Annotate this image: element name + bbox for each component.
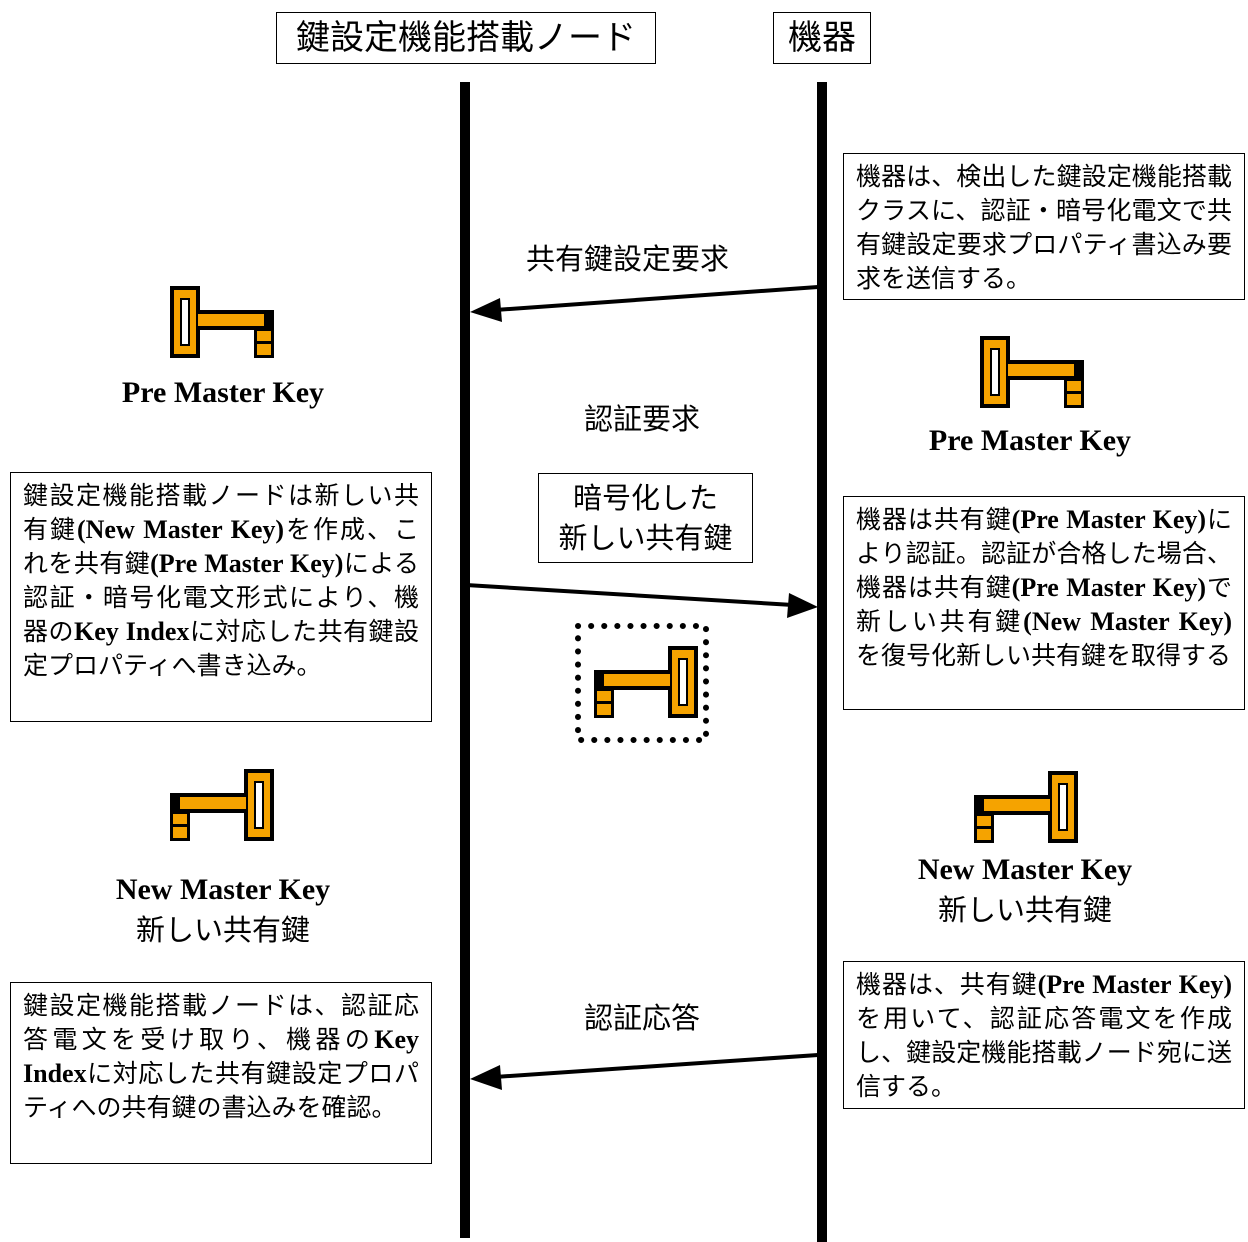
note-text: で新しい共有鍵 — [856, 573, 1232, 636]
key-caption-new-master-left: New Master Key 新しい共有鍵 — [73, 873, 373, 949]
note-text: を用いて、認証応答電文を作成し、鍵設定機能搭載ノード宛に送信する。 — [856, 1004, 1232, 1101]
lifeline-device — [817, 82, 827, 1242]
encrypted-key-label-box: 暗号化した 新しい共有鍵 — [538, 473, 753, 563]
key-caption-pre-master-left: Pre Master Key — [73, 376, 373, 410]
note-text: に対応した共有鍵設定プロパティへ書き込み。 — [23, 617, 419, 680]
lifeline-key-node — [460, 82, 470, 1238]
note-node-creates-key: 鍵設定機能搭載ノードは新しい共有鍵(New Master Key)を作成、これを… — [10, 472, 432, 722]
note-device-decrypts: 機器は共有鍵(Pre Master Key)により認証。認証が合格した場合、機器… — [843, 496, 1245, 710]
note-text-latin: (Pre Master Key) — [1011, 573, 1207, 602]
key-icon — [594, 646, 698, 718]
message-label-auth-request: 認証要求 — [584, 402, 701, 436]
key-caption-jp: 新しい共有鍵 — [135, 913, 310, 947]
arrow-m1 — [470, 285, 819, 322]
lane-header-key-node: 鍵設定機能搭載ノード — [276, 12, 656, 64]
note-text: を復号化新しい共有鍵を取得する — [856, 641, 1232, 670]
key-caption-text: New Master Key — [917, 853, 1133, 886]
note-text-latin: Key Index — [74, 617, 190, 646]
note-text: 機器は、検出した鍵設定機能搭載クラスに、認証・暗号化電文で共有鍵設定要求プロパテ… — [856, 162, 1232, 293]
arrow-m2 — [465, 583, 818, 618]
note-text: に対応した共有鍵設定プロパティへの共有鍵の書込みを確認。 — [23, 1059, 419, 1122]
arrow-m3 — [470, 1053, 819, 1090]
key-caption-text: Pre Master Key — [121, 376, 325, 409]
key-caption-new-master-right: New Master Key 新しい共有鍵 — [875, 853, 1175, 929]
encrypted-key-label-line2: 新しい共有鍵 — [558, 521, 733, 555]
note-text-latin: (Pre Master Key) — [1011, 505, 1207, 534]
note-device-auth-response: 機器は、共有鍵(Pre Master Key) を用いて、認証応答電文を作成し、鍵… — [843, 961, 1245, 1109]
key-caption-text: Pre Master Key — [928, 424, 1132, 457]
note-text: 機器は共有鍵 — [856, 505, 1012, 534]
note-text: により認証。認証が合格した場合、機器は共有鍵 — [856, 505, 1232, 602]
message-label-auth-response: 認証応答 — [584, 1001, 701, 1035]
encrypted-key-frame — [575, 623, 709, 743]
note-text-latin: (Pre Master Key) — [1037, 970, 1232, 999]
encrypted-key-label-line1: 暗号化した — [572, 481, 718, 515]
note-text: 機器は、共有鍵 — [856, 970, 1038, 999]
note-text: 鍵設定機能搭載ノードは、認証応答電文を受け取り、機器の — [23, 991, 419, 1054]
arrow-right-icon — [787, 593, 818, 618]
lane-header-device: 機器 — [773, 12, 871, 64]
note-text: 鍵設定機能搭載ノードは新しい共有鍵 — [23, 481, 419, 544]
note-device-sends-request: 機器は、検出した鍵設定機能搭載クラスに、認証・暗号化電文で共有鍵設定要求プロパテ… — [843, 153, 1245, 300]
key-icon — [170, 286, 274, 358]
lane-header-key-node-label: 鍵設定機能搭載ノード — [296, 18, 636, 58]
arrow-left-icon — [470, 1065, 502, 1090]
note-node-confirms: 鍵設定機能搭載ノードは、認証応答電文を受け取り、機器のKey Indexに対応し… — [10, 982, 432, 1164]
key-caption-pre-master-right: Pre Master Key — [880, 424, 1180, 458]
key-caption-text: New Master Key — [115, 873, 331, 906]
key-icon — [170, 769, 274, 841]
lane-header-device-label: 機器 — [788, 18, 856, 58]
key-icon — [980, 336, 1084, 408]
note-text: による認証・暗号化電文形式により、機器の — [23, 549, 419, 646]
message-label-setting-request: 共有鍵設定要求 — [526, 242, 730, 276]
key-caption-jp: 新しい共有鍵 — [937, 893, 1112, 927]
note-text-latin: Key Index — [23, 1025, 419, 1088]
arrow-left-icon — [470, 298, 502, 322]
note-text: を作成、これを共有鍵 — [23, 515, 419, 578]
key-icon — [974, 771, 1078, 843]
note-text-latin: (Pre Master Key) — [150, 549, 344, 578]
note-text-latin: (New Master Key) — [1023, 607, 1232, 636]
note-text-latin: (New Master Key) — [76, 515, 285, 544]
